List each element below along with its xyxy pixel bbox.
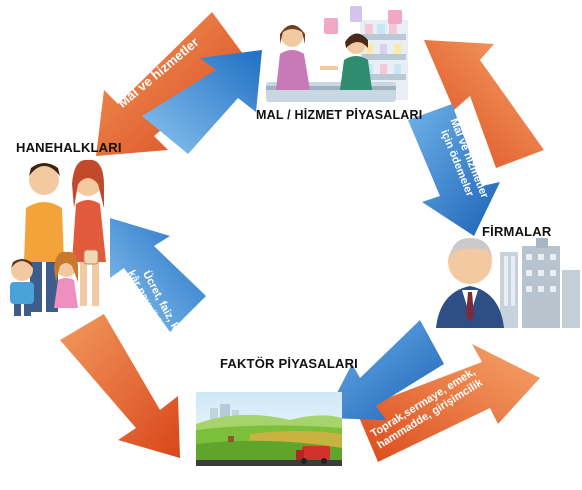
- firms-label: FİRMALAR: [482, 224, 552, 239]
- goods-market-label: MAL / HİZMET PİYASALARI: [256, 108, 423, 122]
- factor-market-label: FAKTÖR PİYASALARI: [220, 356, 358, 371]
- firm-illustration: [436, 238, 580, 328]
- factor-inputs-arrow: [356, 344, 540, 462]
- firm-payment-arrow: [324, 320, 444, 420]
- family-illustration: [10, 159, 106, 316]
- payments-for-goods-arrow: [408, 104, 500, 236]
- household-payment-arrow: [142, 50, 262, 154]
- factor-payments-arrow: [110, 218, 206, 332]
- shop-illustration: [266, 6, 408, 102]
- firms-to-market-arrow: [424, 40, 544, 168]
- goods-to-households-arrow: [96, 12, 246, 156]
- landscape-illustration: [196, 392, 342, 466]
- households-label: HANEHALKLARI: [16, 140, 122, 155]
- households-to-factor-arrow: [60, 314, 180, 458]
